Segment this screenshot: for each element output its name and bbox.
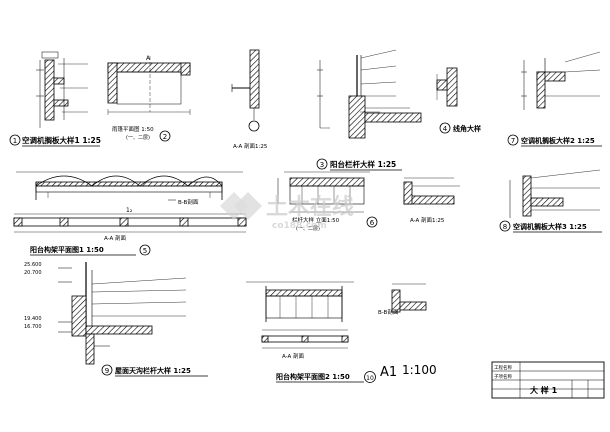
- detail-5-elevation: 1₂ B-B剖面: [16, 171, 243, 214]
- detail-3-label: 3 阳台栏杆大样 1:25: [316, 158, 402, 171]
- svg-text:1₂: 1₂: [126, 207, 133, 214]
- svg-text:10: 10: [366, 375, 374, 382]
- detail-10-bb-section: B-B剖面: [378, 283, 427, 316]
- detail-9-drawing: 25.600 20.700 19.400 16.700: [24, 262, 187, 365]
- svg-text:(一、二层): (一、二层): [126, 135, 150, 141]
- svg-text:3: 3: [320, 161, 324, 169]
- svg-text:A-A 剖面: A-A 剖面: [104, 234, 127, 242]
- sheet-label: A1: [380, 365, 397, 380]
- svg-text:A-A 剖面1:25: A-A 剖面1:25: [233, 142, 268, 150]
- detail-4-drawing: [436, 67, 458, 107]
- detail-6-title: 栏杆大样 立面1:50: [292, 216, 340, 224]
- detail-2-title: 雨篷平面图 1:50: [112, 125, 154, 133]
- svg-text:5: 5: [143, 247, 147, 255]
- detail-8-title: 空调机搁板大样3 1:25: [513, 222, 587, 231]
- svg-text:4: 4: [443, 125, 448, 133]
- svg-text:(一、二层): (一、二层): [296, 226, 320, 232]
- svg-text:2: 2: [163, 133, 167, 141]
- watermark-text: 土木在线: [266, 194, 354, 220]
- detail-8-label: 8 空调机搁板大样3 1:25: [499, 220, 602, 233]
- svg-text:1: 1: [13, 137, 17, 145]
- title-block: 工程名称 子项名称 大 样 1: [491, 361, 605, 399]
- detail-3-drawing: [317, 49, 422, 139]
- detail-aa-section: A-A 剖面1:25: [231, 49, 268, 150]
- detail-5-title: 阳台构架平面图1 1:50: [30, 245, 104, 254]
- detail-6-section: A-A 剖面1:25: [403, 177, 460, 224]
- detail-7-title: 空调机搁板大样2 1:25: [521, 136, 595, 145]
- sheet-scale: 1:100: [402, 363, 437, 377]
- detail-6-drawing: 栏杆大样 立面1:50 (一、二层) 6: [277, 171, 378, 232]
- svg-text:6: 6: [370, 219, 375, 227]
- svg-text:9: 9: [105, 367, 109, 375]
- watermark-sub: co188.com: [272, 221, 327, 231]
- detail-10-elevation: [246, 281, 354, 322]
- detail-9-title: 屋面天沟栏杆大样 1:25: [115, 366, 191, 375]
- detail-5-label: 阳台构架平面图1 1:50 5: [30, 244, 151, 256]
- detail-8-drawing: [509, 169, 601, 218]
- watermark: 土木在线 co188.com: [220, 192, 354, 231]
- detail-7-label: 7 空调机搁板大样2 1:25: [507, 134, 602, 147]
- svg-text:7: 7: [511, 137, 515, 145]
- detail-2-label: 雨篷平面图 1:50 (一、二层) 2: [112, 125, 171, 142]
- detail-10-title: 阳台构架平面图2 1:50: [276, 372, 350, 381]
- svg-text:25.600: 25.600: [24, 262, 42, 268]
- detail-9-label: 9 屋面天沟栏杆大样 1:25: [101, 364, 208, 377]
- svg-text:A-A 剖面: A-A 剖面: [282, 352, 305, 360]
- detail-3-title: 阳台栏杆大样 1:25: [330, 159, 396, 169]
- title-row-2: 子项名称: [494, 373, 512, 380]
- svg-text:20.700: 20.700: [24, 270, 42, 276]
- detail-1-drawing: [36, 51, 88, 128]
- detail-1-label: 1 空调机搁板大样1 1:25: [9, 134, 101, 147]
- detail-1-title: 空调机搁板大样1 1:25: [22, 135, 101, 145]
- detail-7-drawing: [521, 51, 601, 110]
- svg-text:19.400: 19.400: [24, 316, 42, 322]
- title-block-title: 大 样 1: [530, 385, 558, 395]
- svg-text:8: 8: [503, 223, 507, 231]
- svg-text:A-A 剖面1:25: A-A 剖面1:25: [410, 216, 445, 224]
- svg-text:B-B剖面: B-B剖面: [378, 308, 399, 316]
- detail-4-title: 线角大样: [453, 124, 481, 133]
- title-row-1: 工程名称: [494, 364, 512, 371]
- svg-text:16.700: 16.700: [24, 324, 42, 330]
- svg-text:A: A: [146, 55, 151, 62]
- detail-5-plan: A-A 剖面: [13, 213, 247, 242]
- detail-2-drawing: A: [107, 55, 191, 115]
- detail-10-plan: A-A 剖面: [261, 329, 349, 360]
- detail-10-label: 阳台构架平面图2 1:50 10: [276, 371, 376, 383]
- svg-text:B-B剖面: B-B剖面: [178, 198, 199, 206]
- detail-4-label: 4 线角大样: [439, 122, 481, 134]
